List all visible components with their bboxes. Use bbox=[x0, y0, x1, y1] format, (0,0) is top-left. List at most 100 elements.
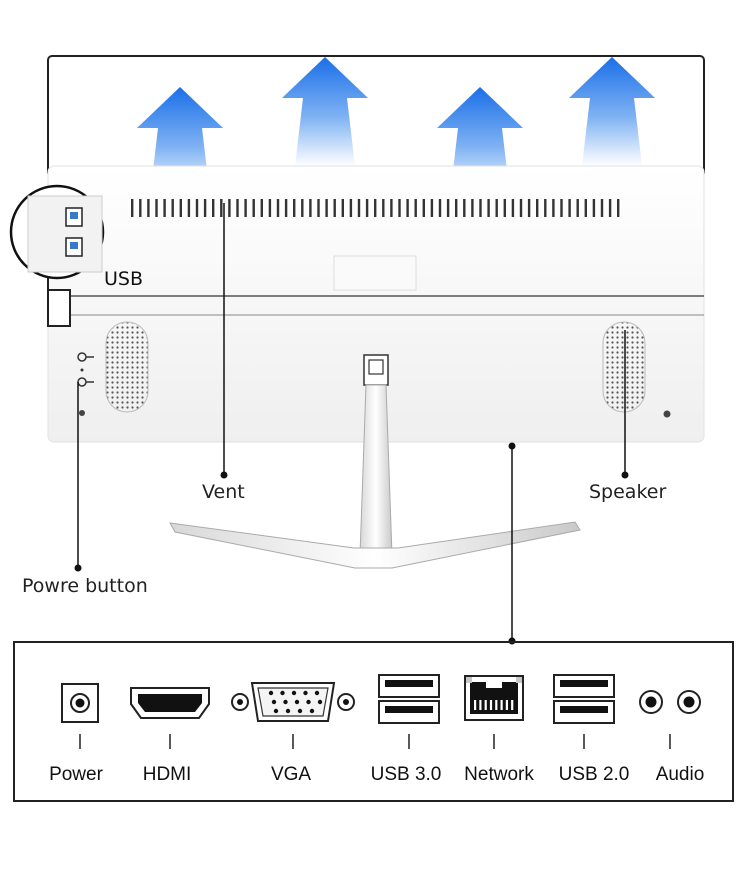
vent-slot bbox=[608, 199, 612, 217]
rj45-pin bbox=[505, 700, 508, 710]
vga-pin bbox=[306, 699, 311, 705]
vent-slot bbox=[284, 199, 288, 217]
vent-slot bbox=[560, 199, 563, 217]
port-label-usb-2: USB 2.0 bbox=[558, 764, 630, 785]
port-label-usb-3: USB 3.0 bbox=[370, 764, 442, 785]
vent-slot bbox=[600, 199, 604, 217]
rj45-pin bbox=[489, 700, 493, 710]
vga-pin bbox=[294, 699, 300, 705]
vent-slot bbox=[430, 199, 434, 217]
usb-2-port-icon bbox=[553, 674, 615, 724]
port-label-power: Power bbox=[49, 764, 103, 785]
vga-pin bbox=[314, 690, 320, 696]
port-label-hdmi: HDMI bbox=[142, 764, 192, 785]
vga-pin bbox=[285, 708, 291, 714]
vent-slot bbox=[487, 199, 490, 217]
power-button-icon bbox=[77, 352, 94, 416]
vent-slot bbox=[195, 199, 199, 217]
rear-ports-panel bbox=[13, 641, 734, 802]
vga-pin bbox=[309, 708, 315, 714]
vent-slot bbox=[527, 199, 531, 217]
vent-slot bbox=[398, 199, 401, 217]
vent-slot bbox=[333, 199, 336, 217]
speaker-callout-label: Speaker bbox=[589, 481, 667, 503]
vent-slot bbox=[309, 199, 312, 217]
vent-slot bbox=[203, 199, 207, 217]
usb-zoom-callout bbox=[9, 184, 105, 280]
vent-slot bbox=[268, 199, 272, 217]
port-label-vga: VGA bbox=[270, 764, 312, 785]
vent-callout-label: Vent bbox=[202, 481, 245, 503]
power-port-icon bbox=[61, 683, 99, 723]
port-tick-marks bbox=[79, 734, 671, 749]
vent-slot bbox=[212, 199, 215, 217]
vent-slot bbox=[592, 199, 596, 217]
vent-slot bbox=[187, 199, 191, 217]
vent-slot bbox=[244, 199, 247, 217]
usb-callout-label: USB bbox=[104, 268, 144, 290]
vent-slot bbox=[236, 199, 239, 217]
rj45-pin bbox=[500, 700, 503, 710]
vga-pin bbox=[271, 699, 277, 705]
vent-slot bbox=[536, 199, 539, 217]
vent-slot bbox=[390, 199, 393, 217]
vent-slot bbox=[446, 199, 450, 217]
vga-pin bbox=[317, 699, 323, 705]
vent-slot bbox=[455, 199, 458, 217]
vent-slot bbox=[139, 199, 142, 217]
usb-port-icon bbox=[65, 237, 83, 257]
port-label-audio: Audio bbox=[655, 764, 705, 785]
network-port-icon bbox=[464, 675, 524, 721]
vent-slot bbox=[276, 199, 280, 217]
vent-slot bbox=[341, 199, 344, 217]
rj45-pin bbox=[495, 700, 498, 710]
vent-slot bbox=[252, 199, 255, 217]
vent-slot bbox=[552, 199, 555, 217]
vent-grille bbox=[131, 199, 620, 217]
vent-slot bbox=[471, 199, 474, 217]
vent-slot bbox=[617, 199, 620, 217]
airflow-arrow-icon bbox=[282, 57, 368, 166]
vent-slot bbox=[349, 199, 353, 217]
port-icons bbox=[61, 674, 701, 724]
vent-slot bbox=[365, 199, 369, 217]
vga-pin bbox=[297, 708, 303, 714]
port-label-network: Network bbox=[464, 764, 534, 785]
vent-slot bbox=[325, 199, 328, 217]
hdmi-port-icon bbox=[130, 687, 210, 719]
vent-slot bbox=[568, 199, 571, 217]
vent-slot bbox=[374, 199, 377, 217]
vent-slot bbox=[495, 199, 498, 217]
vent-slot bbox=[544, 199, 547, 217]
vent-slot bbox=[357, 199, 361, 217]
rj45-pin bbox=[484, 700, 487, 710]
rj45-pin bbox=[479, 700, 482, 710]
vent-slot bbox=[293, 199, 296, 217]
vent-slot bbox=[171, 199, 174, 217]
vent-slot bbox=[414, 199, 417, 217]
vent-slot bbox=[260, 199, 263, 217]
vent-slot bbox=[576, 199, 579, 217]
rj45-pin bbox=[474, 700, 477, 710]
vent-slot bbox=[511, 199, 515, 217]
vent-slot bbox=[131, 199, 134, 217]
vga-pin bbox=[303, 690, 308, 696]
monitor-stand bbox=[169, 354, 581, 569]
audio-port-icon bbox=[639, 690, 701, 714]
vent-slot bbox=[519, 199, 523, 217]
vent-slot bbox=[406, 199, 409, 217]
power-button-callout-label: Powre button bbox=[22, 575, 148, 597]
vga-pin bbox=[280, 690, 285, 696]
vent-slot bbox=[147, 199, 150, 217]
vent-slot bbox=[382, 199, 385, 217]
speaker-left-icon bbox=[105, 321, 149, 413]
callout-lines bbox=[74, 203, 629, 645]
vent-slot bbox=[584, 199, 587, 217]
vent-slot bbox=[301, 199, 304, 217]
vga-pin bbox=[273, 708, 279, 714]
vent-slot bbox=[503, 199, 506, 217]
vga-pin bbox=[283, 699, 288, 705]
speaker-right-icon bbox=[602, 321, 671, 418]
vent-slot bbox=[163, 199, 166, 217]
